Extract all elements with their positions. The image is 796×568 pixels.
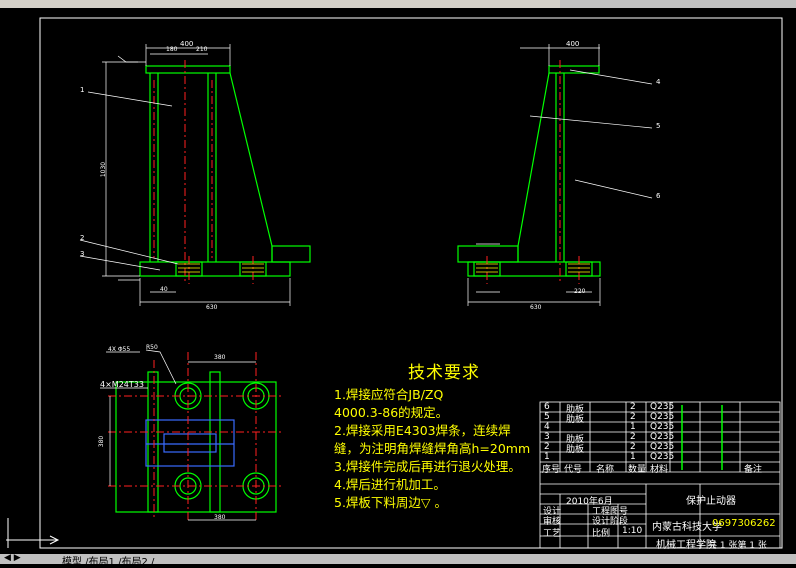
- bom-row-no: 5: [544, 412, 550, 422]
- plan-view-centerlines: [108, 352, 284, 520]
- leader-label-1: 1: [80, 86, 85, 94]
- plan-dim-bottom: 380: [214, 514, 226, 521]
- ucs-icon: [6, 518, 60, 548]
- top-plate: [145, 65, 231, 74]
- bom-row-no: 2: [544, 442, 550, 452]
- label-stage: 设计阶段: [592, 517, 629, 527]
- front-dim-small: 40: [160, 286, 168, 293]
- drawing-frame: [39, 17, 783, 549]
- bom-row-no: 3: [544, 432, 550, 442]
- school-line2: 机械工程学院: [656, 540, 716, 551]
- bom-row-name: 肋板: [566, 445, 585, 455]
- front-view-centerlines: [153, 60, 254, 284]
- front-view-hatch: [178, 263, 264, 273]
- leader-label-6: 6: [656, 192, 661, 200]
- side-view-centerlines: [486, 60, 580, 284]
- leader-label-3: 3: [80, 250, 85, 258]
- leader-label-5: 5: [656, 122, 661, 130]
- front-view: [139, 65, 311, 277]
- bom-row-qty: 2: [630, 412, 636, 422]
- bom-row-mat: Q235: [650, 442, 675, 452]
- bom-header-mat: 材料: [650, 465, 669, 475]
- sign-process: 工艺: [543, 529, 562, 539]
- plan-dim-left: 380: [98, 435, 106, 448]
- bom-row-name: 肋板: [566, 415, 585, 425]
- tab-nav-arrows[interactable]: ◀ ▶: [4, 553, 21, 563]
- side-dim-bottom: 630: [530, 304, 542, 311]
- date: 2010年6月: [566, 497, 613, 507]
- label-drawing-no: 工程图号: [592, 507, 629, 517]
- bom-row-mat: Q235: [650, 412, 675, 422]
- bom-row-qty: 2: [630, 432, 636, 442]
- bom-header-qty: 数量: [628, 465, 647, 475]
- tech-item: 4.焊后进行机加工。: [334, 477, 446, 492]
- tech-item: 5.焊板下料周边▽ 。: [334, 495, 448, 510]
- school-line1: 内蒙古科技大学: [652, 522, 722, 533]
- bom-row-qty: 1: [630, 422, 636, 432]
- front-dim-sub1: 180: [166, 46, 178, 53]
- bom-header-code: 代号: [564, 465, 583, 475]
- front-view-leaders: [79, 91, 179, 271]
- side-view-dims: [467, 44, 601, 306]
- tech-title: 技术要求: [408, 363, 480, 383]
- plan-dim-top: 380: [214, 354, 226, 361]
- plan-dim-dia: 4X Φ55: [108, 346, 131, 353]
- front-dim-sub2: 210: [196, 46, 208, 53]
- plan-view-blue: [145, 419, 235, 467]
- bom-row-mat: Q235: [650, 402, 675, 412]
- bom-row-qty: 1: [630, 452, 636, 462]
- scale-value: 1:10: [622, 526, 643, 536]
- drawing-number: 0697306262: [712, 518, 776, 529]
- tech-item: 4000.3-86的规定。: [334, 405, 449, 420]
- side-dim-right: 220: [574, 288, 586, 295]
- label-scale: 比例: [592, 529, 611, 539]
- bom-row-no: 1: [544, 452, 550, 462]
- bom-row-mat: Q235: [650, 432, 675, 442]
- application-top-bar: [0, 0, 796, 8]
- bom-row-qty: 2: [630, 402, 636, 412]
- bom-markings: [681, 405, 723, 470]
- front-view-dims: [102, 44, 291, 306]
- bom-row-qty: 2: [630, 442, 636, 452]
- bom-header-note: 备注: [744, 465, 763, 475]
- bom-header-no: 序号: [542, 465, 561, 475]
- plan-view-dims: [100, 349, 256, 521]
- sign-review: 审核: [543, 517, 562, 527]
- layout-tabs[interactable]: 模型 /布局1 /布局2 /: [62, 557, 155, 568]
- front-dim-bottom: 630: [206, 304, 218, 311]
- bom-row-name: 肋板: [566, 435, 585, 445]
- sign-design: 设计: [543, 507, 562, 517]
- layout-tabs-bar: ◀ ▶ 模型 /布局1 /布局2 /: [0, 553, 796, 568]
- tech-item: 缝，为注明角焊缝焊角高h=20mm: [334, 441, 531, 456]
- tech-item: 2.焊接采用E4303焊条，连续焊: [334, 423, 511, 438]
- bom-row-name: 肋板: [566, 405, 585, 415]
- bom-row-mat: Q235: [650, 422, 675, 432]
- bom-header-name: 名称: [596, 465, 615, 475]
- tech-item: 1.焊接应符合JB/ZQ: [334, 387, 444, 402]
- plan-dim-holes: 4×M24T33: [100, 380, 144, 389]
- front-dim-top: 400: [180, 40, 194, 48]
- title-block-grid: [539, 401, 781, 549]
- bom-row-mat: Q235: [650, 452, 675, 462]
- front-dim-height: 1030: [100, 161, 108, 178]
- side-view-hatch: [476, 263, 590, 273]
- bom-row-no: 6: [544, 402, 550, 412]
- tech-item: 3.焊接件完成后再进行退火处理。: [334, 459, 521, 474]
- side-dim-top: 400: [566, 40, 580, 48]
- side-view: [457, 65, 601, 277]
- toolbar-area: [0, 0, 560, 8]
- leader-label-4: 4: [656, 78, 661, 86]
- plan-dim-r: R50: [146, 344, 158, 351]
- part-name: 保护止动器: [686, 496, 736, 507]
- leader-label-2: 2: [80, 234, 85, 242]
- sheet-count: 共 1 张第 1 张: [708, 541, 767, 551]
- plan-view: [115, 371, 277, 513]
- bom-row-no: 4: [544, 422, 550, 432]
- side-view-leaders: [529, 69, 653, 199]
